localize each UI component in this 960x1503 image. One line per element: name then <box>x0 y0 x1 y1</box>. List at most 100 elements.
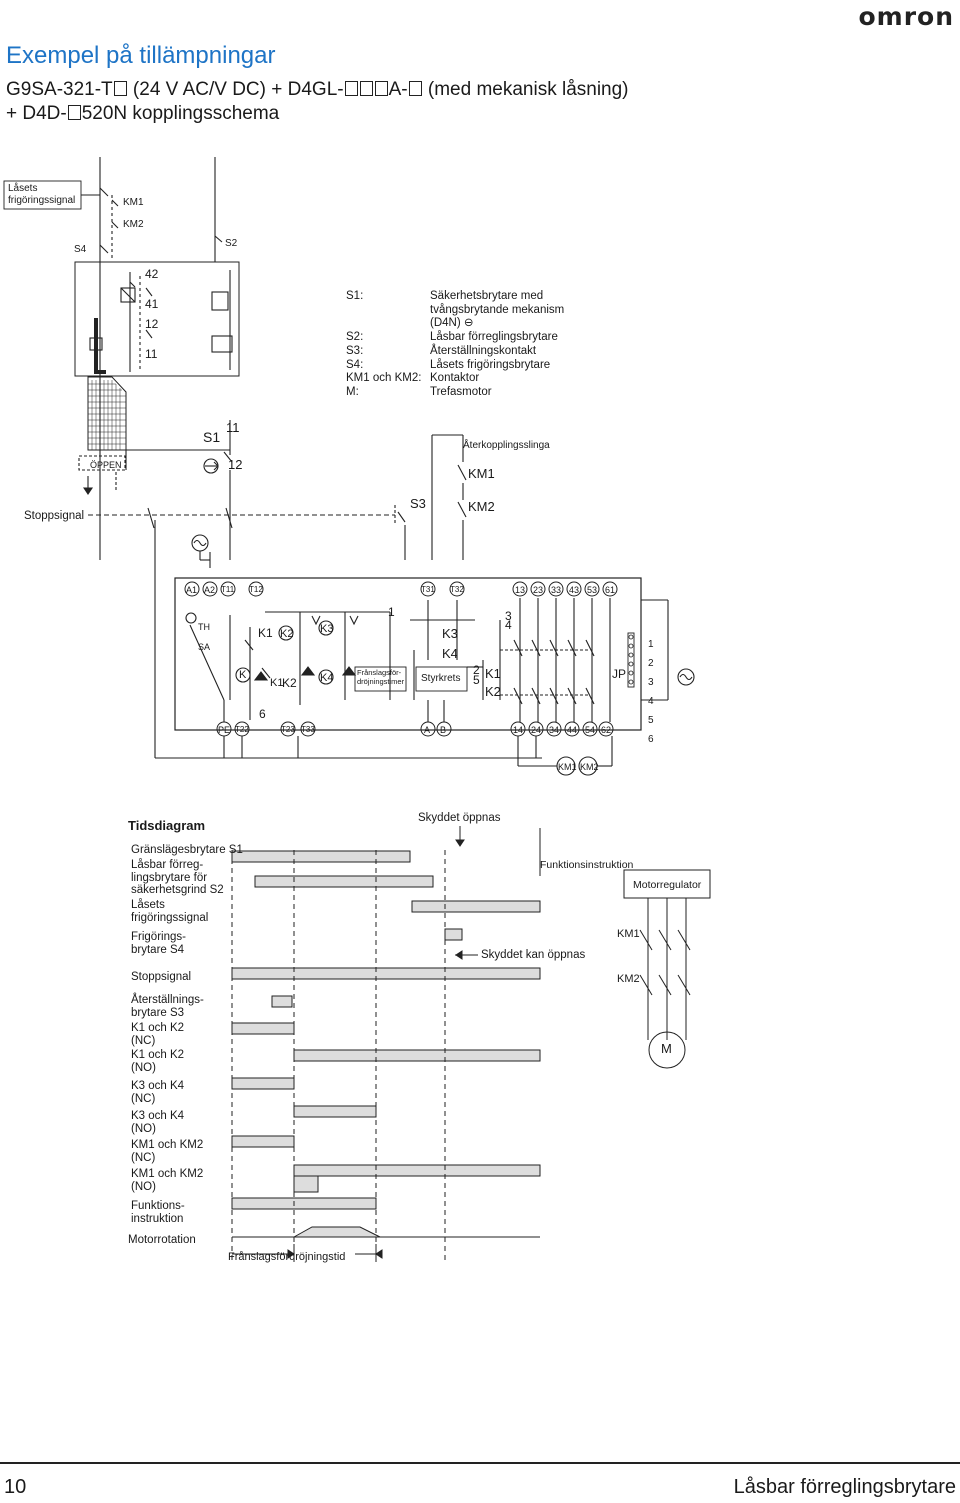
legend-key: S4: <box>346 358 364 371</box>
k2-output-label: K2 <box>485 684 501 699</box>
footer-divider <box>0 1462 960 1464</box>
page-heading: Exempel på tillämpningar <box>6 42 276 69</box>
placeholder-box-icon <box>67 105 81 120</box>
title-part: 520N kopplingsschema <box>81 103 280 124</box>
feedback-km2: KM2 <box>468 499 495 514</box>
jp-pin: 4 <box>648 695 654 707</box>
timing-label-k1k2-no: K1 och K2 (NO) <box>131 1049 185 1074</box>
jp-pin: 3 <box>648 676 654 688</box>
k3-circle-label: K3 <box>320 623 334 635</box>
open-label: ÖPPEN <box>90 460 122 470</box>
k-label: K <box>239 669 247 681</box>
km1-coil-label: KM1 <box>558 762 577 772</box>
terminal-62: 62 <box>601 725 612 735</box>
top-terminals <box>184 581 618 597</box>
terminal-pe: PE <box>218 725 231 735</box>
timing-label-s1: Gränslägesbrytare S1 <box>131 844 243 856</box>
placeholder-box-icon <box>344 81 358 96</box>
schematic-title: G9SA-321-T (24 V AC/V DC) + D4GL-A- (med… <box>6 78 906 126</box>
k4-circle-label: K4 <box>320 672 334 684</box>
terminal-t12: T12 <box>249 585 263 594</box>
timing-label-km-nc: KM1 och KM2 (NC) <box>131 1139 204 1164</box>
num-6: 6 <box>259 707 266 721</box>
s1-contact-11: 11 <box>226 420 240 435</box>
terminal-t22: T22 <box>235 725 249 734</box>
terminal-a2: A2 <box>204 585 216 595</box>
placeholder-box-icon <box>374 81 388 96</box>
legend-key: S1: <box>346 290 364 302</box>
relay-module-box <box>174 577 642 731</box>
control-circuit-label: Styrkrets <box>421 673 461 684</box>
terminal-t31: T31 <box>421 585 435 594</box>
contact-12: 12 <box>145 317 159 331</box>
th-label: TH <box>198 622 210 632</box>
legend-value: Låsets frigöringsbrytare <box>430 358 551 371</box>
terminal-a: A <box>424 725 431 735</box>
s1-label: S1 <box>203 429 221 445</box>
title-part: G9SA-321-T <box>6 79 113 100</box>
terminal-44: 44 <box>567 725 578 735</box>
terminal-33: 33 <box>551 585 562 595</box>
door-opened-label: Skyddet öppnas <box>418 812 501 824</box>
stop-signal-label: Stoppsignal <box>24 510 85 522</box>
s2-label: S2 <box>225 238 238 249</box>
placeholder-box-icon <box>359 81 373 96</box>
legend-key: M: <box>346 385 359 398</box>
jp-pin: 6 <box>648 733 654 745</box>
component-legend: S1: Säkerhetsbrytare med tvångsbrytande m… <box>346 290 564 400</box>
motor-km1-label: KM1 <box>617 928 640 940</box>
k1-output-label: K1 <box>485 666 501 681</box>
terminal-24: 24 <box>531 725 542 735</box>
k2-circle-label: K2 <box>280 628 294 640</box>
jp-pin: 1 <box>648 638 654 650</box>
legend-row-s4: S4: Låsets frigöringsbrytare <box>346 359 564 373</box>
timing-label-s3: Återställnings- brytare S3 <box>131 994 204 1019</box>
terminal-t32: T32 <box>450 585 464 594</box>
km2-coil-label: KM2 <box>580 762 599 772</box>
solenoid-icon <box>120 287 136 303</box>
title-part: (24 V AC/V DC) + D4GL- <box>127 79 344 100</box>
jp-pin: 2 <box>648 657 654 669</box>
safety-guard-grid <box>88 380 126 450</box>
num-3: 3 <box>505 609 512 623</box>
timing-label-k3k4-no: K3 och K4 (NO) <box>131 1110 185 1135</box>
terminal-14: 14 <box>513 725 524 735</box>
terminal-a1: A1 <box>186 585 198 595</box>
legend-value: Låsbar förreglingsbrytare <box>430 331 558 344</box>
s3-label: S3 <box>410 496 426 511</box>
legend-row-s3: S3: Återställningskontakt <box>346 345 564 359</box>
timing-label-motor: Motorrotation <box>128 1234 196 1246</box>
k1-contact-label: K1 <box>270 677 284 689</box>
feedback-loop-label: Återkopplingsslinga <box>463 440 550 451</box>
off-delay-time-label: Frånslagsfördröjningstid <box>228 1251 346 1263</box>
legend-key: S2: <box>346 331 364 344</box>
km2-label: KM2 <box>123 219 144 230</box>
num-2: 2 <box>473 663 480 677</box>
terminal-t33: T33 <box>301 725 315 734</box>
feedback-km1: KM1 <box>468 466 495 481</box>
terminal-23: 23 <box>533 585 544 595</box>
timing-label-km-no: KM1 och KM2 (NO) <box>131 1168 204 1193</box>
omron-logo: omron <box>858 2 954 31</box>
off-delay-timer-box <box>354 666 407 692</box>
timing-label-k3k4-nc: K3 och K4 (NC) <box>131 1080 185 1105</box>
footer-title: Låsbar förreglingsbrytare <box>733 1476 956 1498</box>
legend-value: Säkerhetsbrytare med tvångsbrytande meka… <box>430 290 565 330</box>
legend-row-s2: S2: Låsbar förreglingsbrytare <box>346 331 564 345</box>
timing-label-s4: Frigörings- brytare S4 <box>131 931 186 956</box>
door-can-open-label: Skyddet kan öppnas <box>481 949 586 961</box>
num-1: 1 <box>388 605 395 619</box>
motor-controller-label: Motorregulator <box>633 879 702 891</box>
legend-key: S3: <box>346 344 364 357</box>
timing-label-release-signal: Låsets frigöringssignal <box>131 899 209 924</box>
legend-value: Återställningskontakt <box>430 344 537 357</box>
timing-label-stop: Stoppsignal <box>131 971 192 983</box>
motor-km2-label: KM2 <box>617 973 640 985</box>
terminal-b: B <box>440 725 447 735</box>
terminal-53: 53 <box>587 585 598 595</box>
contact-42: 42 <box>145 267 159 281</box>
terminal-13: 13 <box>515 585 526 595</box>
terminal-t11: T11 <box>221 585 235 594</box>
km1-label: KM1 <box>123 197 144 208</box>
contact-41: 41 <box>145 297 159 311</box>
